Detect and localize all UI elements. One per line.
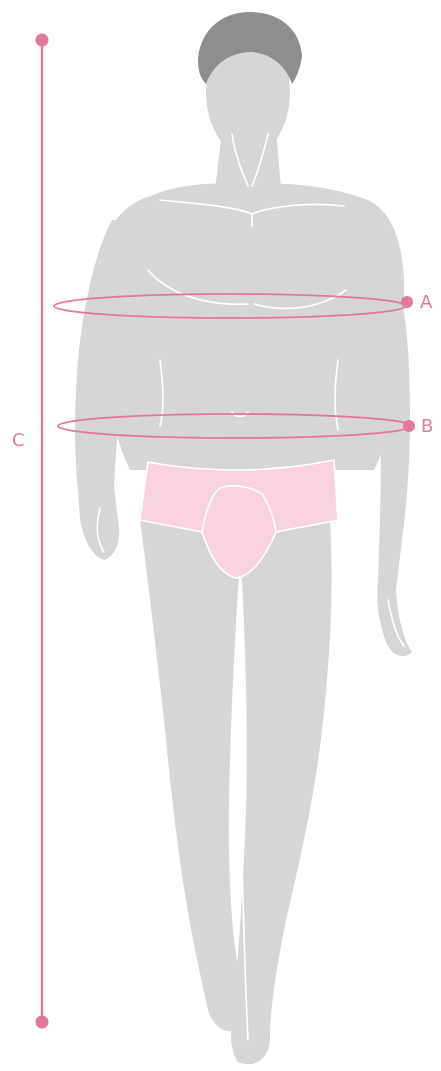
waist-marker-dot: [403, 420, 415, 432]
chest-label: A: [420, 294, 432, 312]
height-label: C: [12, 432, 25, 450]
chest-marker-dot: [401, 296, 413, 308]
waist-label: B: [421, 418, 433, 436]
height-top-dot: [36, 34, 49, 47]
height-bottom-dot: [36, 1016, 49, 1029]
figure-left-leg: [140, 520, 242, 1031]
